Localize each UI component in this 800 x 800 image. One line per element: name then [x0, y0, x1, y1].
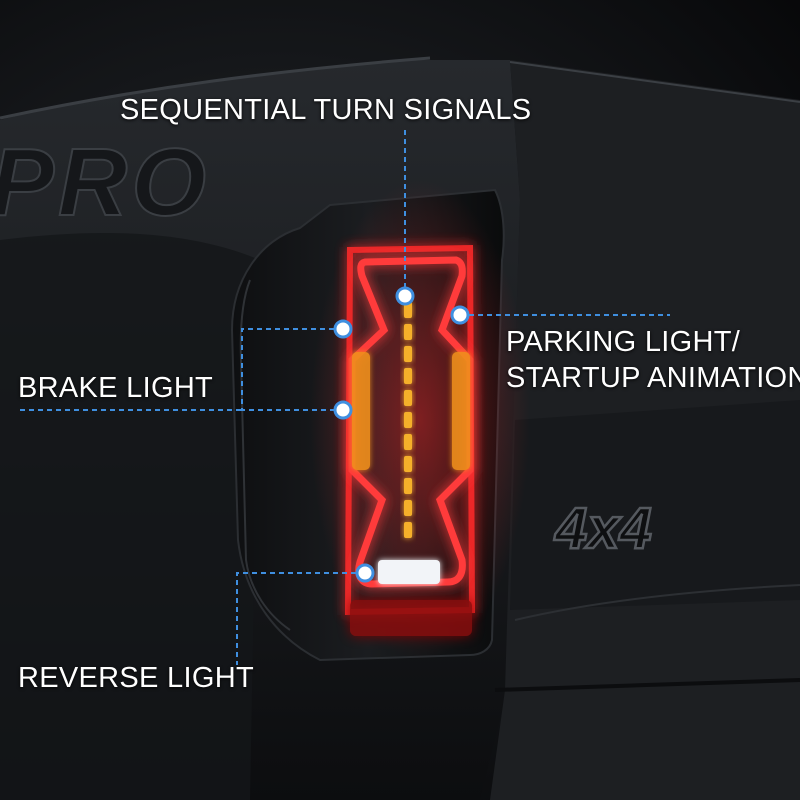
label-parking-line1: PARKING LIGHT/: [506, 326, 741, 358]
dot-brake-upper: [333, 319, 353, 339]
label-reverse-light: REVERSE LIGHT: [18, 662, 254, 694]
label-parking-light: PARKING LIGHT/ STARTUP ANIMATION: [506, 324, 800, 396]
label-parking-line2: STARTUP ANIMATION: [506, 362, 800, 394]
callout-dots: [333, 286, 470, 583]
callout-lines: [20, 130, 670, 665]
label-brake-light: BRAKE LIGHT: [18, 372, 214, 404]
callout-line-reverse: [236, 572, 365, 665]
4x4-emblem-text: 4x4: [554, 496, 652, 561]
4x4-emblem: 4x4: [553, 495, 653, 563]
pro-emblem-text: PRO: [0, 129, 210, 236]
dot-parking: [450, 305, 470, 325]
amber-strip-left: [352, 352, 370, 470]
dot-sequential: [395, 286, 415, 306]
bottom-red-bar: [350, 600, 472, 636]
dot-reverse: [355, 563, 375, 583]
label-sequential-turn-signals: SEQUENTIAL TURN SIGNALS: [120, 94, 532, 126]
reverse-light-element: [378, 560, 440, 584]
sequential-turn-bar: [404, 302, 412, 538]
brake-light-element: [348, 256, 474, 588]
pro-emblem: PRO: [0, 128, 210, 237]
amber-strip-right: [452, 352, 470, 470]
dot-brake-lower: [333, 400, 353, 420]
tailgate: [490, 60, 800, 800]
tail-light-lens: [344, 244, 476, 636]
